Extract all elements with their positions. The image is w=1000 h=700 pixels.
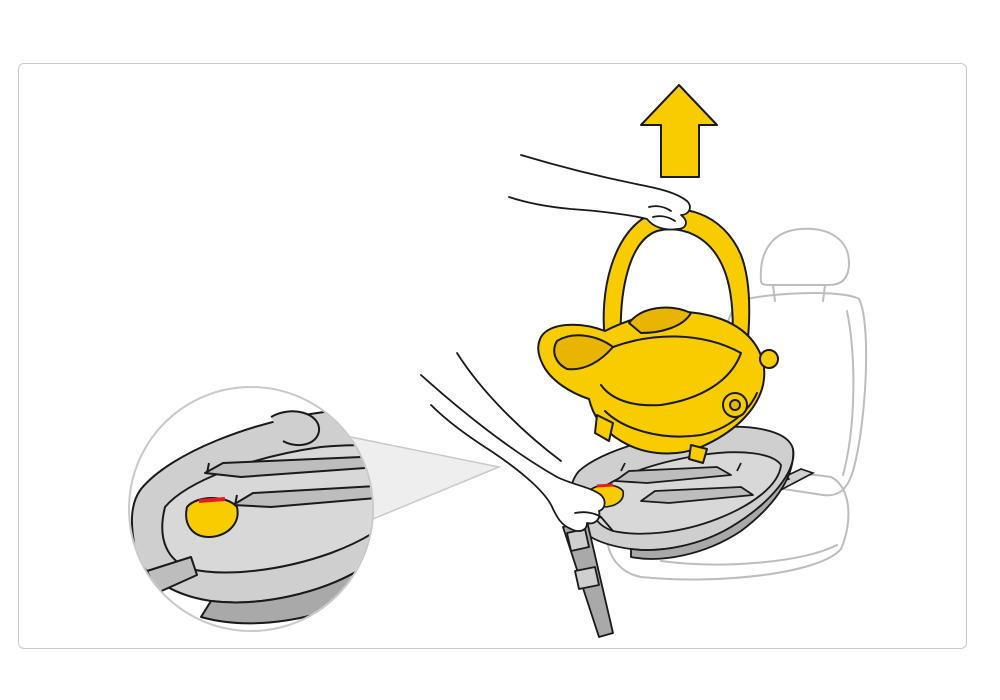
upper-hand [508,154,691,231]
vehicle-headrest [759,227,850,286]
up-arrow-icon [640,84,718,178]
isofix-base [569,425,795,560]
lower-hand [420,352,606,532]
installation-illustration [128,84,868,638]
infant-carrier [537,208,779,464]
detail-callout [128,386,502,632]
illustration-frame [18,63,967,649]
